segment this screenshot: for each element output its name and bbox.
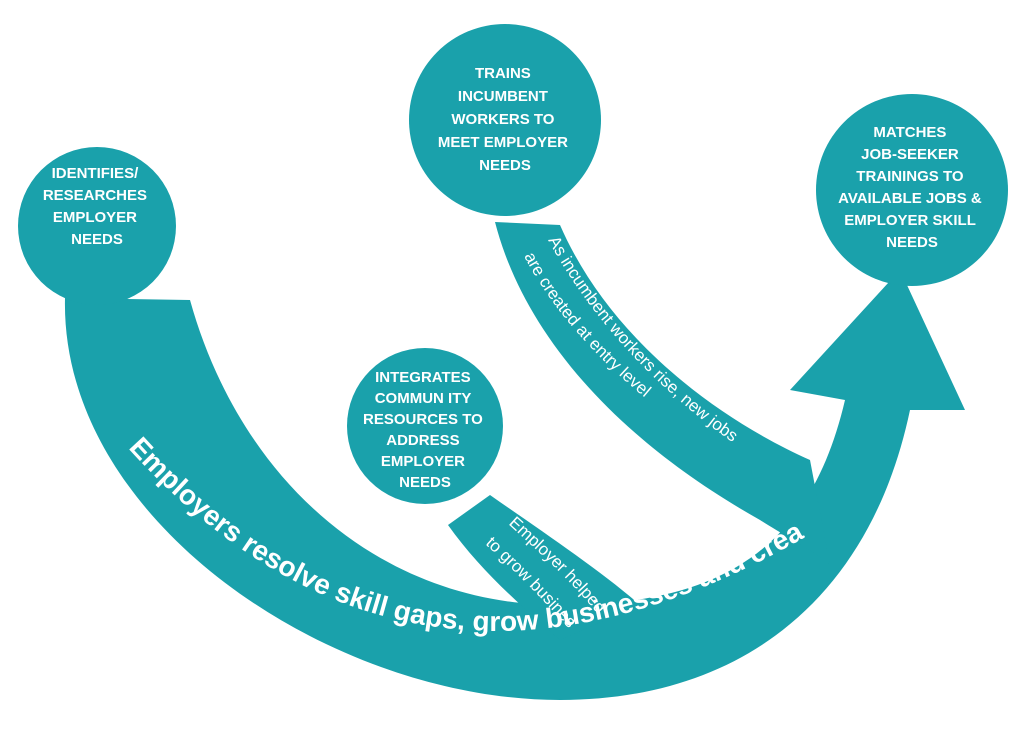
node-integrates-circle bbox=[347, 348, 503, 504]
node-integrates-line-2: COMMUN ITY bbox=[375, 390, 472, 407]
node-matches-line-1: MATCHES bbox=[873, 124, 946, 141]
node-matches-line-4: AVAILABLE JOBS & bbox=[838, 190, 982, 207]
node-integrates: INTEGRATES COMMUN ITY RESOURCES TO ADDRE… bbox=[347, 348, 503, 504]
node-identifies-label: IDENTIFIES/ RESEARCHES EMPLOYER NEEDS bbox=[43, 165, 151, 248]
node-matches-line-5: EMPLOYER SKILL bbox=[844, 212, 976, 229]
node-matches-circle bbox=[816, 94, 1008, 286]
node-matches-line-3: TRAININGS TO bbox=[856, 168, 964, 185]
main-arrow bbox=[64, 270, 965, 700]
arrow-shapes bbox=[64, 222, 965, 700]
nodes: IDENTIFIES/ RESEARCHES EMPLOYER NEEDS TR… bbox=[18, 24, 1008, 504]
employer-band bbox=[448, 495, 640, 640]
node-integrates-line-1: INTEGRATES bbox=[375, 369, 471, 386]
node-integrates-label: INTEGRATES COMMUN ITY RESOURCES TO ADDRE… bbox=[363, 369, 487, 491]
node-trains-circle bbox=[409, 24, 601, 216]
node-trains-line-5: NEEDS bbox=[479, 157, 531, 174]
incumbent-band bbox=[495, 222, 830, 565]
node-identifies-line-2: RESEARCHES bbox=[43, 187, 147, 204]
node-integrates-line-4: ADDRESS bbox=[386, 432, 459, 449]
node-integrates-line-6: NEEDS bbox=[399, 474, 451, 491]
node-identifies-circle bbox=[18, 147, 176, 305]
node-identifies-line-4: NEEDS bbox=[71, 231, 123, 248]
node-identifies-line-3: EMPLOYER bbox=[53, 209, 137, 226]
node-matches-line-6: NEEDS bbox=[886, 234, 938, 251]
node-trains-line-1: TRAINS bbox=[475, 65, 531, 82]
node-integrates-line-5: EMPLOYER bbox=[381, 453, 465, 470]
node-identifies-line-1: IDENTIFIES/ bbox=[52, 165, 140, 182]
node-trains-line-2: INCUMBENT bbox=[458, 88, 548, 105]
node-trains-line-4: MEET EMPLOYER bbox=[438, 134, 568, 151]
node-trains-label: TRAINS INCUMBENT WORKERS TO MEET EMPLOYE… bbox=[438, 65, 572, 174]
node-matches: MATCHES JOB-SEEKER TRAININGS TO AVAILABL… bbox=[816, 94, 1008, 286]
node-integrates-line-3: RESOURCES TO bbox=[363, 411, 483, 428]
node-matches-label: MATCHES JOB-SEEKER TRAININGS TO AVAILABL… bbox=[838, 124, 986, 251]
node-matches-line-2: JOB-SEEKER bbox=[861, 146, 959, 163]
node-trains: TRAINS INCUMBENT WORKERS TO MEET EMPLOYE… bbox=[409, 24, 601, 216]
node-identifies: IDENTIFIES/ RESEARCHES EMPLOYER NEEDS bbox=[18, 147, 176, 305]
node-trains-line-3: WORKERS TO bbox=[451, 111, 554, 128]
